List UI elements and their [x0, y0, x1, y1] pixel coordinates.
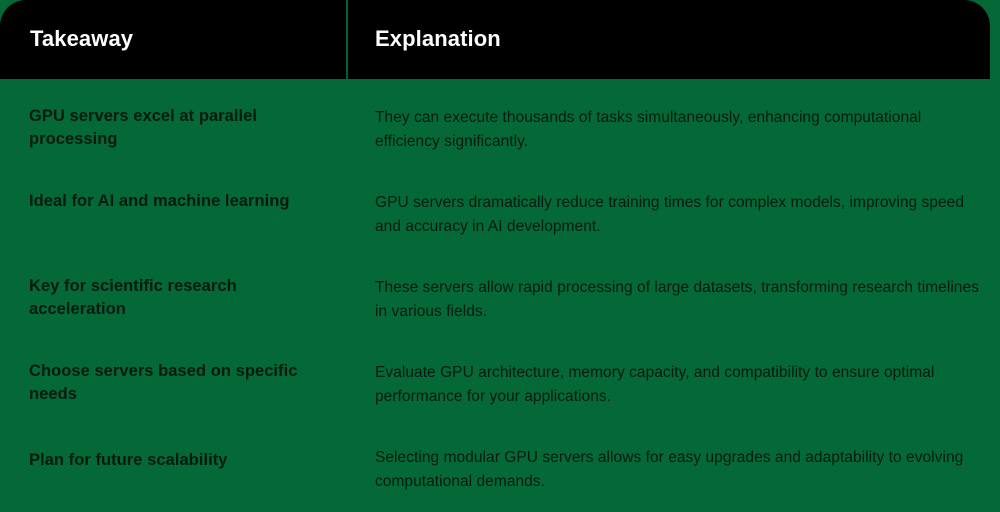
explanation-text: Selecting modular GPU servers allows for…: [375, 449, 964, 490]
table-cell-takeaway: Key for scientific research acceleration: [0, 249, 346, 322]
table-cell-explanation: Selecting modular GPU servers allows for…: [346, 419, 1000, 493]
table-row: Ideal for AI and machine learning GPU se…: [0, 164, 1000, 249]
table-row: Choose servers based on specific needs E…: [0, 334, 1000, 419]
table-cell-explanation: GPU servers dramatically reduce training…: [346, 164, 1000, 238]
table-header-cell-takeaway: Takeaway: [0, 0, 346, 79]
table-cell-explanation: These servers allow rapid processing of …: [346, 249, 1000, 323]
takeaway-text: Key for scientific research acceleration: [29, 277, 237, 319]
explanation-text: They can execute thousands of tasks simu…: [375, 109, 922, 150]
header-column-divider: [346, 0, 348, 79]
explanation-text: GPU servers dramatically reduce training…: [375, 194, 965, 235]
table-header-row: Takeaway Explanation: [0, 0, 990, 79]
takeaway-text: Ideal for AI and machine learning: [29, 192, 290, 210]
column-header-takeaway-label: Takeaway: [30, 26, 134, 52]
right-edge-strip: [990, 0, 1000, 512]
table-cell-explanation: Evaluate GPU architecture, memory capaci…: [346, 334, 1000, 408]
explanation-text: Evaluate GPU architecture, memory capaci…: [375, 364, 935, 405]
table-body: GPU servers excel at parallel processing…: [0, 79, 1000, 512]
table-row: Plan for future scalability Selecting mo…: [0, 419, 1000, 507]
table-header-cell-explanation: Explanation: [346, 0, 990, 79]
takeaway-text: Plan for future scalability: [29, 451, 228, 469]
takeaway-text: Choose servers based on specific needs: [29, 362, 298, 404]
table-cell-takeaway: Plan for future scalability: [0, 419, 346, 472]
table-cell-takeaway: Choose servers based on specific needs: [0, 334, 346, 407]
table-row: Key for scientific research acceleration…: [0, 249, 1000, 334]
table-cell-takeaway: GPU servers excel at parallel processing: [0, 79, 346, 152]
column-header-explanation-label: Explanation: [375, 26, 501, 52]
table-row: GPU servers excel at parallel processing…: [0, 79, 1000, 164]
table-cell-takeaway: Ideal for AI and machine learning: [0, 164, 346, 213]
explanation-text: These servers allow rapid processing of …: [375, 279, 979, 320]
takeaway-text: GPU servers excel at parallel processing: [29, 107, 258, 149]
table-cell-explanation: They can execute thousands of tasks simu…: [346, 79, 1000, 153]
